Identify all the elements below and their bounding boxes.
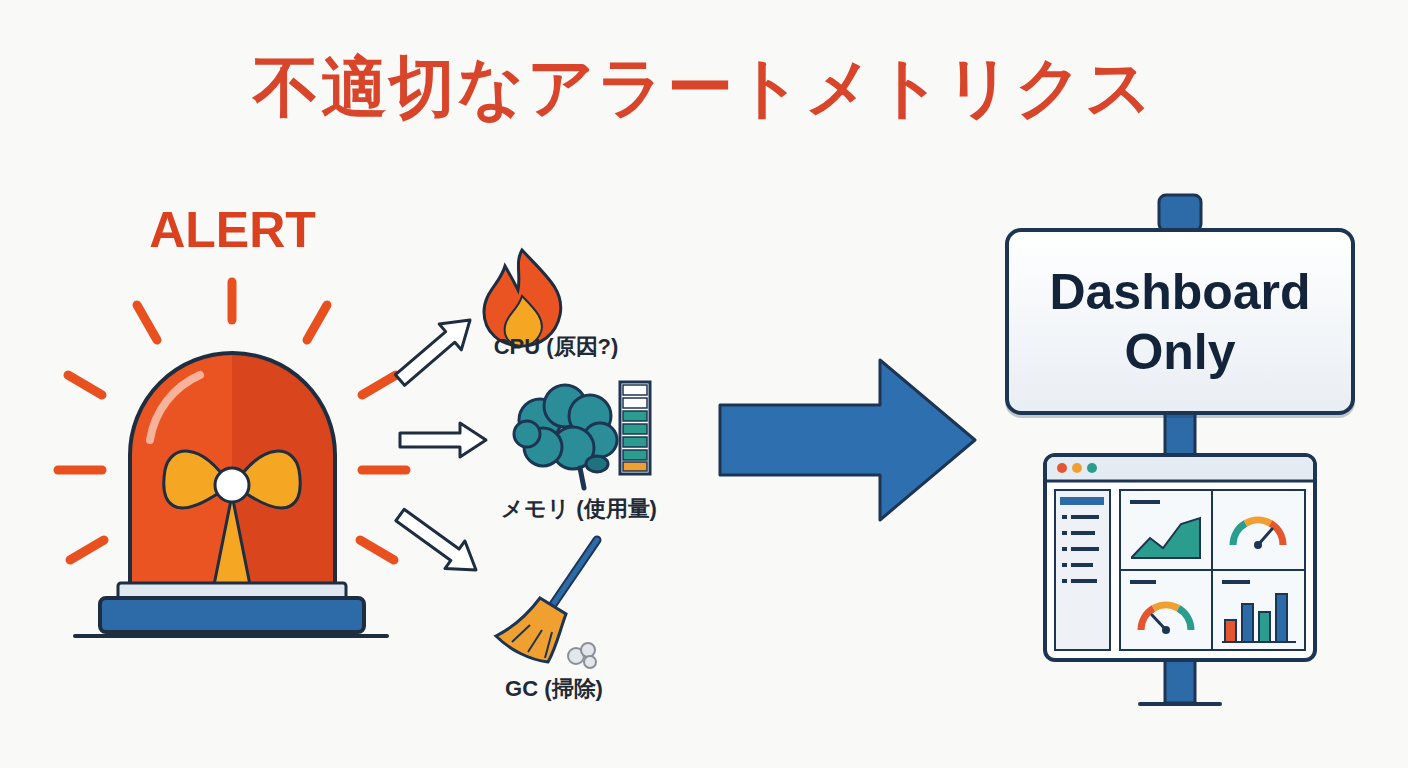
block-arrow (396, 509, 476, 570)
siren-ray (58, 466, 102, 475)
siren-ray (70, 540, 104, 560)
metric-label: GC (掃除) (505, 676, 603, 702)
memory-segment (623, 462, 647, 471)
siren-lamp-bulb (215, 468, 249, 502)
metric-label: CPU (原因?) (494, 334, 619, 360)
sidebar-header (1060, 497, 1104, 505)
broom-handle-outline (552, 540, 597, 606)
sidebar-bullet (1062, 515, 1067, 519)
gauge-arc (1233, 523, 1246, 545)
sidebar-line (1071, 531, 1095, 535)
siren-dome-left (130, 353, 232, 590)
memory-segment (623, 398, 647, 408)
metric-icon: CPU (原因?) (470, 252, 642, 360)
broom-bristle-lines (512, 625, 552, 658)
dashboard-panels (1120, 490, 1305, 650)
block-arrow (395, 320, 470, 385)
siren-ray (137, 305, 157, 340)
sign-board: Dashboard Only (1005, 228, 1355, 415)
sidebar-line (1071, 563, 1093, 567)
gauge-arc (1154, 605, 1179, 608)
metric-icon: GC (掃除) (476, 532, 632, 702)
memory-segment (623, 450, 647, 460)
panel-heading-line (1130, 500, 1160, 504)
gauge-arc (1179, 608, 1192, 630)
sidebar-bullet (1062, 579, 1067, 583)
panel-heading-line (1130, 580, 1156, 584)
sidebar-line (1071, 515, 1099, 519)
memory-segment (623, 437, 647, 447)
brain-lobe (514, 421, 540, 447)
broom-handle (552, 540, 597, 606)
gauge-arc (1246, 520, 1271, 523)
gauge-hub (1162, 626, 1170, 634)
siren-highlight (150, 375, 200, 440)
siren-ray (362, 466, 406, 475)
block-arrow (400, 423, 486, 457)
sign-post-cap (1159, 195, 1201, 231)
gauge-arc (1141, 608, 1154, 630)
sidebar-items (1062, 515, 1099, 583)
gauge-arc (1271, 523, 1284, 545)
dust-puff (584, 656, 596, 668)
dashboard-sidebar (1055, 490, 1110, 650)
memory-bar (620, 382, 650, 474)
brain-cerebellum (586, 456, 608, 472)
sidebar-line (1071, 547, 1099, 551)
sign-text: Dashboard Only (1033, 262, 1327, 382)
bar (1259, 612, 1270, 642)
window-dot (1087, 463, 1097, 473)
sign-post-base (1140, 702, 1220, 706)
metric-icon: メモリ (使用量) (486, 372, 672, 522)
siren-base (100, 598, 364, 632)
fire-icon (484, 250, 561, 346)
sidebar-bullet (1062, 531, 1067, 535)
memory-segment (623, 411, 647, 421)
siren-lamp-stand (214, 495, 250, 585)
big-arrow (720, 360, 975, 520)
dust-puffs (568, 643, 596, 668)
broom-bristles (496, 598, 566, 662)
ground-line (75, 634, 387, 638)
siren-ray (68, 375, 102, 395)
dashboard-titlebar (1047, 457, 1313, 481)
siren-ray (362, 375, 396, 395)
metric-label: メモリ (使用量) (501, 496, 657, 522)
panel-divider (1120, 569, 1305, 571)
dust-puff (581, 643, 595, 657)
area-chart (1132, 518, 1200, 558)
siren-ray (360, 540, 394, 560)
bar (1276, 594, 1287, 642)
alert-heading: ALERT (149, 200, 316, 260)
memory-bar-segments (623, 385, 647, 471)
memory-segment (623, 424, 647, 434)
bar-chart (1225, 594, 1287, 642)
siren-ray (228, 282, 237, 320)
bar (1242, 604, 1253, 642)
brain-stem (580, 468, 584, 488)
siren-ray (307, 305, 327, 340)
siren-dome-outline (130, 353, 335, 590)
dashboard-window (1045, 455, 1315, 660)
memory-segment (623, 385, 647, 395)
panel-heading-line (1222, 580, 1250, 584)
sidebar-bullet (1062, 547, 1067, 551)
sidebar-line (1071, 579, 1097, 583)
bar (1225, 620, 1236, 642)
sidebar-bullet (1062, 563, 1067, 567)
dashboard-titlebar-line (1045, 480, 1315, 483)
window-dot (1057, 463, 1067, 473)
gauge-hub (1254, 541, 1262, 549)
bar-axis (1222, 641, 1296, 643)
window-dot (1072, 463, 1082, 473)
alert-siren: ALERT (60, 200, 405, 650)
brain-icon (514, 385, 617, 472)
siren-dome-right (232, 353, 335, 590)
diagram-title: 不適切なアラートメトリクス (0, 48, 1408, 127)
